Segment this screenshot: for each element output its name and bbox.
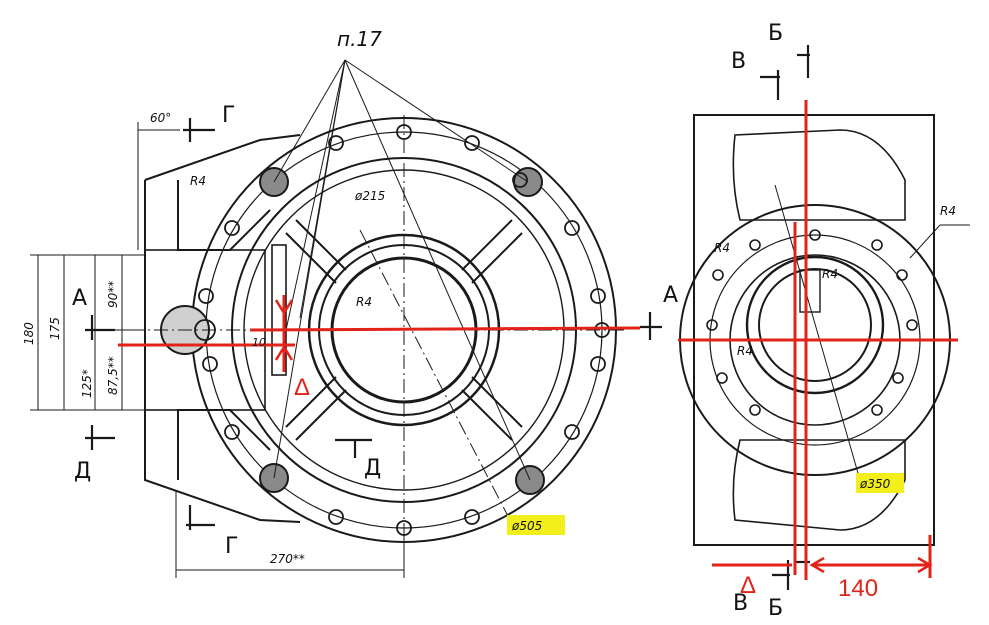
side-body — [693, 114, 935, 546]
side-r4-label-2: R4 — [714, 241, 730, 255]
part-callout-label: п.17 — [337, 27, 382, 51]
side-lower-bracket — [732, 439, 906, 531]
spokes — [285, 219, 523, 441]
side-leaders — [774, 184, 970, 481]
front-view — [30, 59, 662, 578]
side-bolt-holes — [706, 229, 918, 416]
red-markup — [118, 100, 958, 580]
section-vb-marks — [760, 45, 810, 590]
dim-140-label: 140 — [838, 575, 878, 602]
angle-60-label: 60° — [150, 111, 171, 125]
red-horizontal-centre — [249, 326, 641, 332]
dim-175-label: 175 — [48, 317, 62, 340]
side-key — [799, 269, 821, 313]
section-b-top-label: Б — [768, 21, 783, 46]
section-d-right-label: Д — [364, 456, 381, 481]
delta-label-right: Δ — [740, 572, 756, 599]
r4-label-2: R4 — [356, 295, 372, 309]
dim-125-label: 125* — [80, 369, 94, 398]
dim-87-5-label: 87,5** — [106, 356, 120, 395]
highlight-505 — [507, 515, 565, 535]
side-r4-label-3: R4 — [822, 267, 838, 281]
section-a-marks — [85, 312, 662, 340]
dia-215-label: ø215 — [354, 189, 385, 203]
section-g-bottom-label: Г — [225, 534, 238, 559]
dia-505-label: ø505 — [511, 519, 542, 533]
side-bore-outer — [745, 255, 885, 395]
section-d-left-label: Д — [74, 459, 91, 484]
dim-90-label: 90** — [106, 281, 120, 308]
side-bore-inner — [758, 268, 872, 382]
side-r4-label-1: R4 — [940, 204, 956, 218]
callout-leaders — [273, 59, 531, 481]
section-b-bottom-label: Б — [768, 596, 783, 621]
section-g-top-label: Г — [222, 103, 235, 128]
highlight-350 — [856, 473, 904, 493]
side-r4-label-4: R4 — [737, 344, 753, 358]
red-delta-arrow-bottom — [274, 344, 294, 361]
dim-10-label: 10 — [252, 336, 266, 349]
side-view — [679, 45, 970, 590]
delta-label-left: Δ — [294, 374, 310, 401]
dim-180-label: 180 — [22, 322, 36, 345]
section-d-marks — [85, 425, 372, 458]
dim-270-label: 270** — [270, 552, 305, 566]
red-arrow-140-right — [917, 556, 933, 574]
section-g-marks — [183, 118, 215, 530]
dim-60 — [137, 122, 180, 250]
r4-label-1: R4 — [190, 174, 206, 188]
red-arrow-140-left — [809, 556, 825, 574]
section-v-bottom-label: В — [733, 591, 748, 616]
dia-350-label: ø350 — [859, 477, 891, 491]
section-a-right-label: А — [663, 283, 678, 308]
section-v-top-label: В — [731, 49, 746, 74]
red-delta-arrow-top — [274, 299, 294, 316]
section-a-left-label: А — [72, 286, 87, 311]
dim-270 — [175, 490, 405, 578]
side-upper-bracket — [732, 129, 906, 221]
